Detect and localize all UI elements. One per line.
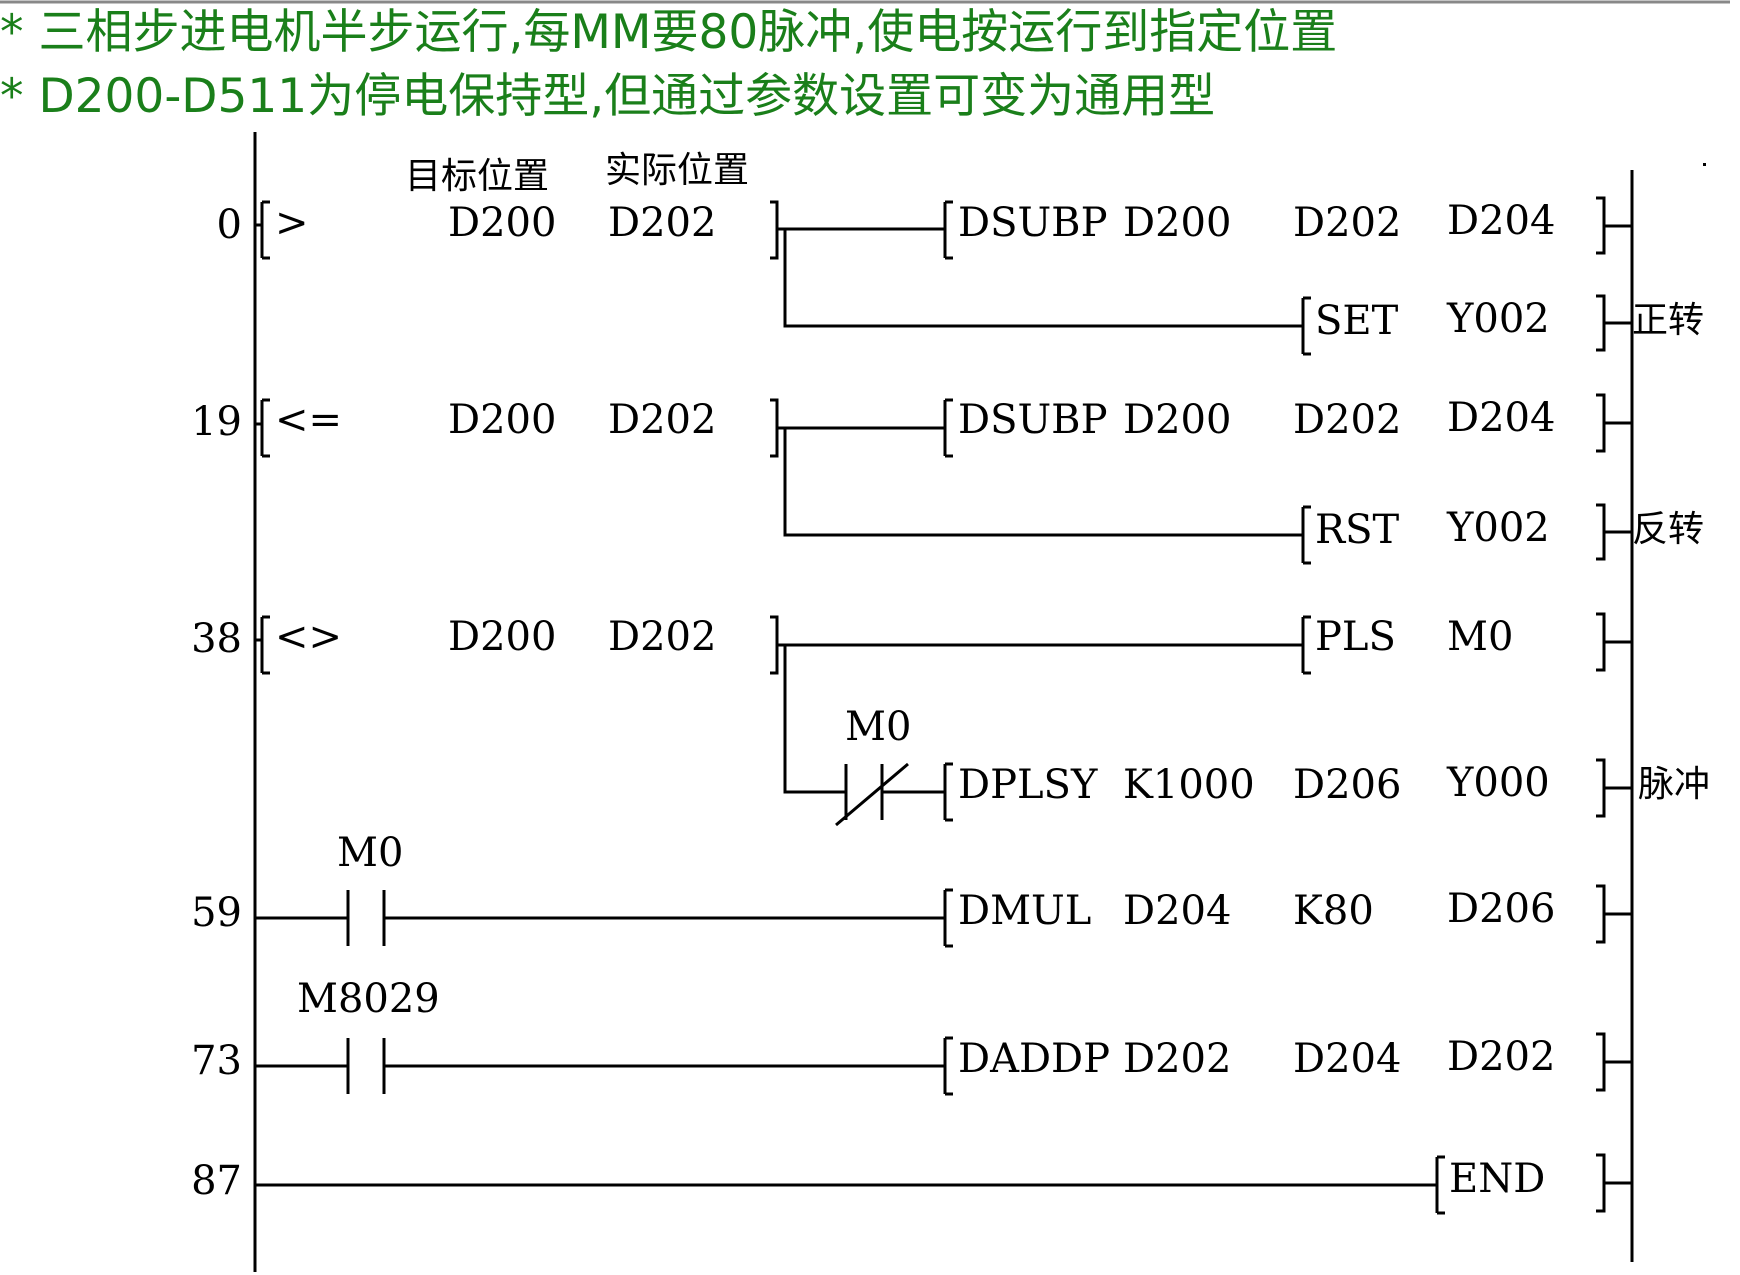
compare-operator: > xyxy=(275,200,309,246)
contact-label: M8029 xyxy=(297,976,440,1022)
compare-operator: <= xyxy=(275,397,342,443)
step-number: 87 xyxy=(191,1158,242,1204)
instr-arg-2: D204 xyxy=(1293,1036,1401,1082)
rung-73[interactable]: 73 M8029 DADDP D202 D204 D202 xyxy=(191,976,1632,1096)
normally-closed-contact[interactable]: M0 xyxy=(835,704,945,827)
instr-arg-3: D204 xyxy=(1447,395,1555,441)
contact-label: M0 xyxy=(337,830,403,876)
step-number: 19 xyxy=(191,399,242,445)
dplsy-arg-1: K1000 xyxy=(1123,762,1255,808)
operand-b: D202 xyxy=(608,614,716,660)
note-pulse: 脉冲 xyxy=(1638,764,1710,805)
rung-59[interactable]: 59 M0 DMUL D204 K80 D206 xyxy=(191,830,1632,948)
operand-a: D200 xyxy=(448,200,556,246)
step-number: 73 xyxy=(191,1038,242,1084)
rung-0[interactable]: 0 > D200 D202 DSUBP D200 D202 D204 SET Y… xyxy=(217,196,1704,356)
instr-op: DSUBP xyxy=(958,397,1108,443)
note-reverse: 反转 xyxy=(1632,509,1704,550)
contact-label: M0 xyxy=(845,704,911,750)
rst-arg: Y002 xyxy=(1446,505,1550,551)
set-op: SET xyxy=(1315,298,1399,344)
operand-a: D200 xyxy=(448,614,556,660)
rung-19[interactable]: 19 <= D200 D202 DSUBP D200 D202 D204 RST… xyxy=(191,393,1704,565)
instr-arg-1: D204 xyxy=(1123,888,1231,934)
note-forward: 正转 xyxy=(1632,300,1704,341)
header-actual-position: 实际位置 xyxy=(605,150,749,191)
dplsy-arg-2: D206 xyxy=(1293,762,1401,808)
comment-line-1: * 三相步进电机半步运行,每MM要80脉冲,使电按运行到指定位置 xyxy=(0,5,1337,60)
compare-operator: <> xyxy=(275,614,342,660)
instr-arg-2: K80 xyxy=(1293,888,1374,934)
instr-arg-2: D202 xyxy=(1293,397,1401,443)
instr-op: DADDP xyxy=(958,1036,1110,1082)
operand-b: D202 xyxy=(608,397,716,443)
pls-op: PLS xyxy=(1315,614,1396,660)
step-number: 38 xyxy=(191,616,242,662)
instr-arg-2: D202 xyxy=(1293,200,1401,246)
comment-line-2: * D200-D511为停电保持型,但通过参数设置可变为通用型 xyxy=(0,69,1215,124)
instr-arg-1: D200 xyxy=(1123,200,1231,246)
operand-a: D200 xyxy=(448,397,556,443)
pls-arg: M0 xyxy=(1447,614,1513,660)
dplsy-op: DPLSY xyxy=(958,762,1098,808)
rst-op: RST xyxy=(1315,507,1400,553)
normally-open-contact[interactable]: M8029 xyxy=(255,976,945,1094)
end-op: END xyxy=(1449,1156,1545,1202)
instr-arg-3: D206 xyxy=(1447,886,1555,932)
instr-arg-1: D200 xyxy=(1123,397,1231,443)
rung-38[interactable]: 38 <> D200 D202 PLS M0 M0 DPLSY K1000 D2… xyxy=(191,612,1710,827)
rung-87[interactable]: 87 END xyxy=(191,1153,1632,1215)
instr-arg-3: D204 xyxy=(1447,198,1555,244)
instr-arg-3: D202 xyxy=(1447,1034,1555,1080)
instr-arg-1: D202 xyxy=(1123,1036,1231,1082)
set-arg: Y002 xyxy=(1446,296,1550,342)
step-number: 0 xyxy=(217,202,242,248)
instr-op: DSUBP xyxy=(958,200,1108,246)
instr-op: DMUL xyxy=(958,888,1091,934)
dplsy-arg-3: Y000 xyxy=(1446,760,1550,806)
header-target-position: 目标位置 xyxy=(405,156,549,197)
step-number: 59 xyxy=(191,890,242,936)
operand-b: D202 xyxy=(608,200,716,246)
normally-open-contact[interactable]: M0 xyxy=(255,830,945,946)
